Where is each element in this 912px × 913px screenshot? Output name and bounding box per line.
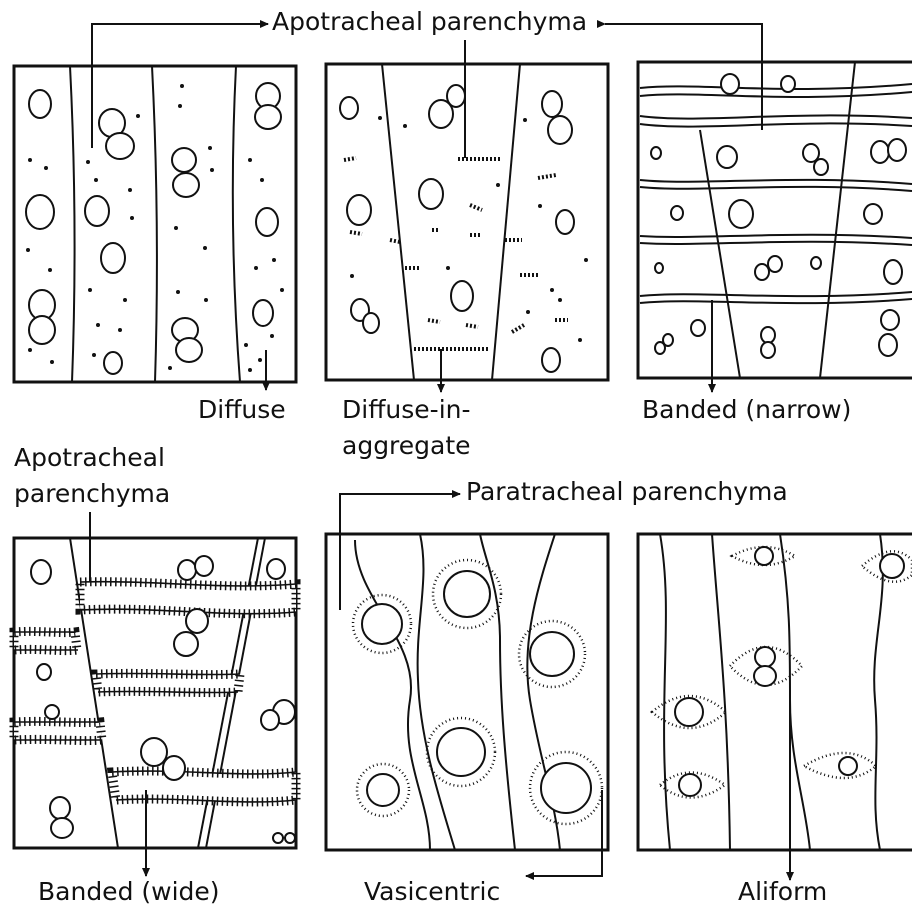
panel-banded-wide — [14, 538, 296, 876]
vasicentric-vessels — [353, 560, 602, 824]
panel-vasicentric — [326, 494, 608, 876]
diffuse-label: Diffuse — [198, 396, 286, 425]
banded-narrow-label: Banded (narrow) — [642, 396, 851, 425]
panel-banded-narrow — [638, 62, 912, 392]
vasicentric-label: Vasicentric — [364, 878, 500, 907]
panel-diffuse-in-aggregate — [326, 64, 608, 392]
vessel-pores — [340, 85, 574, 372]
banded-wide-label: Banded (wide) — [38, 878, 220, 907]
apotracheal-label-line1: Apotracheal — [14, 444, 165, 473]
apotracheal-label-line2: parenchyma — [14, 480, 170, 509]
aliform-vessels — [652, 547, 912, 798]
paratracheal-header-label: Paratracheal parenchyma — [466, 478, 788, 507]
top-header-label: Apotracheal parenchyma — [272, 8, 587, 37]
vessel-pores — [26, 83, 281, 374]
diffuse-in-aggregate-label-line2: aggregate — [342, 432, 471, 461]
wide-bands — [14, 582, 296, 802]
panel-diffuse — [14, 66, 296, 390]
aliform-label: Aliform — [738, 878, 827, 907]
panel-aliform — [638, 534, 912, 880]
top-header-leaders — [92, 24, 762, 158]
diffuse-in-aggregate-label-line1: Diffuse-in- — [342, 396, 471, 425]
